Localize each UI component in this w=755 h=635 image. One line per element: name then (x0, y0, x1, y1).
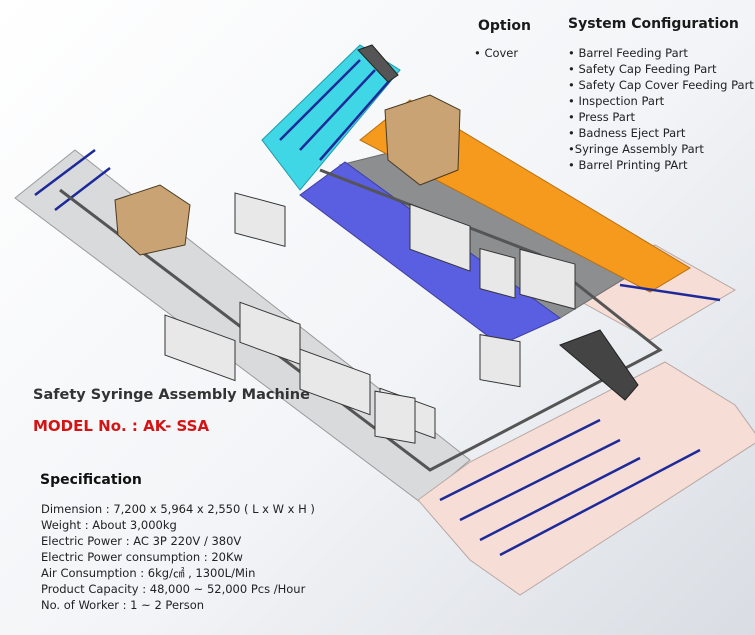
feeder-hoppers (114, 94, 461, 256)
spec-electric-power: Electric Power : AC 3P 220V / 380V (41, 534, 242, 548)
spec-weight: Weight : About 3,000kg (41, 518, 177, 532)
station-modules (164, 192, 576, 444)
model-number: MODEL No. : AK- SSA (33, 417, 210, 435)
spec-workers: No. of Worker : 1 ~ 2 Person (41, 598, 205, 612)
config-item: • Press Part (568, 110, 636, 124)
press-unit-top (357, 44, 399, 83)
system-configuration-list: • Barrel Feeding Part • Safety Cap Feedi… (568, 45, 754, 173)
system-configuration-heading: System Configuration (568, 16, 739, 32)
spec-air-consumption: Air Consumption : 6kg/㎠ , 1300L/Min (41, 566, 256, 580)
config-item: • Safety Cap Feeding Part (568, 62, 717, 76)
lower-pink-platform (417, 361, 755, 596)
machine-title: Safety Syringe Assembly Machine (33, 387, 310, 403)
spec-dimension: Dimension : 7,200 x 5,964 x 2,550 ( L x … (41, 502, 315, 516)
config-item: • Badness Eject Part (568, 126, 686, 140)
specification-list: Dimension : 7,200 x 5,964 x 2,550 ( L x … (41, 501, 315, 613)
option-heading: Option (478, 18, 531, 34)
option-item-cover: • Cover (474, 46, 519, 60)
config-item: • Barrel Printing PArt (568, 158, 688, 172)
config-item: •Syringe Assembly Part (568, 142, 704, 156)
config-item: • Inspection Part (568, 94, 665, 108)
config-item: • Barrel Feeding Part (568, 46, 688, 60)
config-item: • Safety Cap Cover Feeding Part (568, 78, 754, 92)
spec-power-consumption: Electric Power consumption : 20Kw (41, 550, 243, 564)
option-list: • Cover (474, 45, 518, 61)
spec-product-capacity: Product Capacity : 48,000 ~ 52,000 Pcs /… (41, 582, 306, 596)
conveyor-rails (34, 59, 721, 557)
specification-heading: Specification (40, 472, 142, 488)
press-unit (559, 329, 639, 401)
